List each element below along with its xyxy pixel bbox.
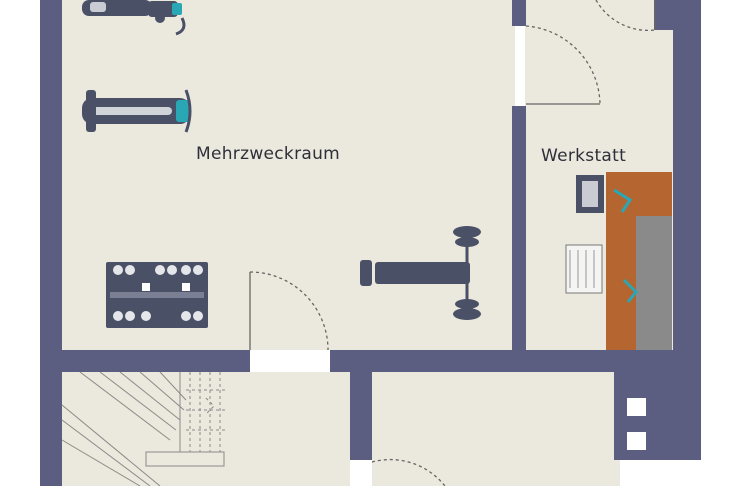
shaft-opening-bottom — [627, 432, 646, 450]
workbench-icon — [565, 172, 672, 350]
room-label-multipurpose: Mehrzweckraum — [196, 144, 341, 164]
exercise-bike-icon — [82, 0, 186, 36]
floors — [60, 0, 675, 486]
dumbbell-rack-icon — [106, 262, 208, 328]
wall-right-stub — [654, 0, 674, 30]
walls — [40, 0, 701, 486]
floor-lower-right — [372, 372, 620, 486]
door-swing-top-right — [595, 0, 656, 32]
rowing-machine-icon — [82, 89, 192, 133]
wall-workshop-left — [512, 106, 526, 352]
wall-middle-right — [330, 350, 700, 372]
floor-upper-right — [525, 0, 675, 105]
staircase-icon — [61, 371, 226, 486]
door-swing-hall — [525, 25, 601, 105]
floor-stair-hall — [60, 372, 350, 486]
door-swing-lower — [371, 458, 446, 486]
shaft-block — [614, 350, 700, 460]
shaft-opening-top — [627, 398, 646, 416]
wall-left — [40, 0, 62, 486]
shaft-icon — [627, 398, 646, 450]
door-swing-multipurpose — [249, 271, 329, 351]
room-label-workshop: Werkstatt — [541, 146, 627, 166]
door-swing-icon — [249, 0, 656, 486]
weight-bench-icon — [360, 226, 481, 320]
wall-lower-divider — [350, 350, 372, 460]
wall-inner-top — [512, 0, 526, 26]
door-leaves — [249, 0, 656, 350]
wall-middle-left — [40, 350, 250, 372]
